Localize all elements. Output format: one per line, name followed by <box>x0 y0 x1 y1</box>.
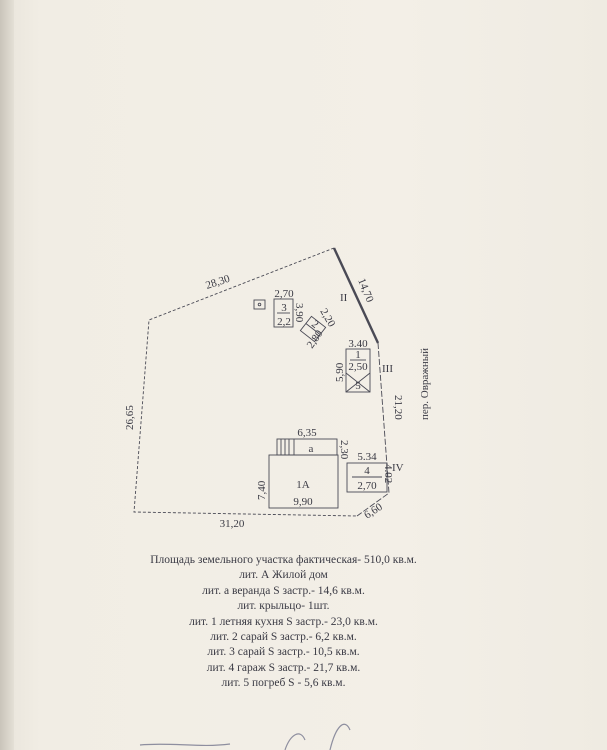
legend-line: лит. а веранда S застр.- 14,6 кв.м. <box>202 584 365 597</box>
label-gap: 4.02 <box>382 464 394 483</box>
legend-line: лит. 2 сарай S застр.- 6,2 кв.м. <box>210 631 357 644</box>
legend-line: лит. А Жилой дом <box>239 569 328 582</box>
cellar-lit: 5 <box>355 380 361 392</box>
house-bottom: 9,90 <box>293 496 313 508</box>
label-west: 26,65 <box>124 405 136 430</box>
kitchen-side: 5,90 <box>334 362 346 382</box>
legend-line: лит. 5 погреб S - 5,6 кв.м. <box>221 677 346 690</box>
boundary-fence-ne <box>332 247 380 344</box>
house-side: 7,40 <box>256 480 268 500</box>
page-edge <box>0 0 14 750</box>
legend-line: Площадь земельного участка фактическая- … <box>150 554 417 566</box>
kitchen-dim: 2,50 <box>348 361 368 373</box>
shed3-side: 3,90 <box>293 303 305 323</box>
house-lit: 1А <box>296 479 310 491</box>
boundary-east <box>356 342 390 517</box>
shed3-top: 2,70 <box>274 288 294 300</box>
legend-line: лит. крыльцо- 1шт. <box>237 600 330 613</box>
cellar <box>345 372 371 393</box>
shed-3 <box>273 298 294 328</box>
label-se: 6,60 <box>362 501 385 522</box>
label-south: 31,20 <box>220 518 245 530</box>
shed3-bottom: 2,2 <box>277 316 291 328</box>
legend-line: лит. 1 летняя кухня S застр.- 23,0 кв.м. <box>189 615 378 628</box>
legend: Площадь земельного участка фактическая- … <box>0 553 567 692</box>
veranda-lit: а <box>309 443 314 455</box>
house <box>268 454 339 509</box>
porch <box>280 439 295 455</box>
garage <box>346 462 388 493</box>
kitchen-top: 3.40 <box>348 338 368 350</box>
veranda-side: 2,30 <box>338 440 350 460</box>
legend-line: лит. 3 сарай S застр.- 10,5 кв.м. <box>207 646 360 659</box>
signature <box>139 723 351 750</box>
boundary-west-north <box>133 247 358 517</box>
shed3-lit: 3 <box>281 302 287 314</box>
kitchen-lit: 1 <box>355 349 361 361</box>
well-icon <box>253 299 266 310</box>
street-name: пер. Овражный <box>419 348 431 420</box>
garage-lit: 4 <box>364 465 370 477</box>
point-iv: IV <box>392 462 404 474</box>
summer-kitchen <box>345 348 371 393</box>
garage-bottom: 2,70 <box>357 480 377 492</box>
point-iii: III <box>382 363 393 375</box>
veranda <box>276 438 338 456</box>
shed-2 <box>299 315 327 343</box>
label-east: 21,20 <box>392 395 404 420</box>
garage-top: 5.34 <box>357 451 377 463</box>
veranda-top: 6,35 <box>297 427 317 439</box>
label-north: 28,30 <box>204 273 232 292</box>
shed2-side: 2,20 <box>317 307 337 330</box>
shed2-lit: 2 <box>309 318 321 331</box>
legend-line: лит. 4 гараж S застр.- 21,7 кв.м. <box>206 661 361 674</box>
point-ii: II <box>340 292 348 304</box>
